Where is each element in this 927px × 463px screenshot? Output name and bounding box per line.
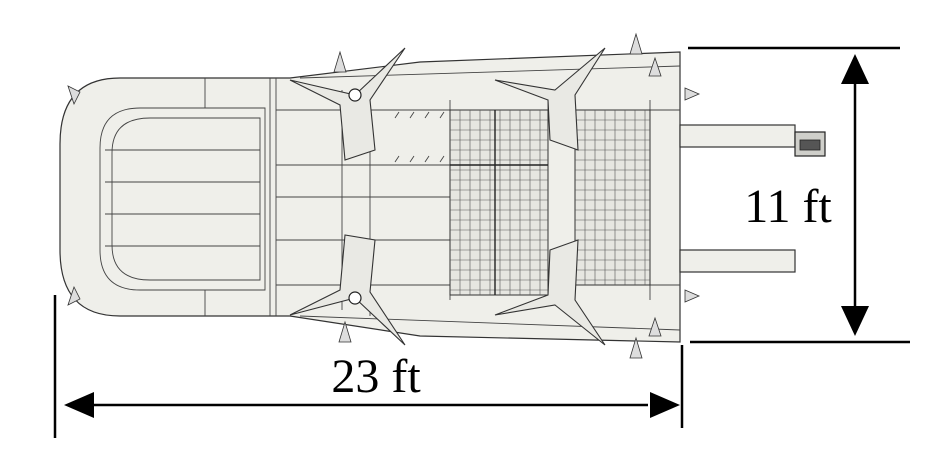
mesh-panels [449, 109, 651, 296]
side-fins [289, 47, 606, 346]
length-arrow-right [650, 392, 680, 418]
front-forks [679, 124, 826, 273]
edge-spikes [67, 32, 701, 359]
length-dimension: 23 ft [53, 295, 684, 438]
width-arrow-top [841, 54, 869, 84]
width-arrow-bottom [841, 306, 869, 336]
length-label: 23 ft [331, 350, 421, 403]
width-dimension: 11 ft [688, 46, 910, 344]
width-label-backdrop [730, 178, 842, 228]
width-label: 11 ft [744, 180, 832, 233]
length-arrow-left [64, 392, 94, 418]
